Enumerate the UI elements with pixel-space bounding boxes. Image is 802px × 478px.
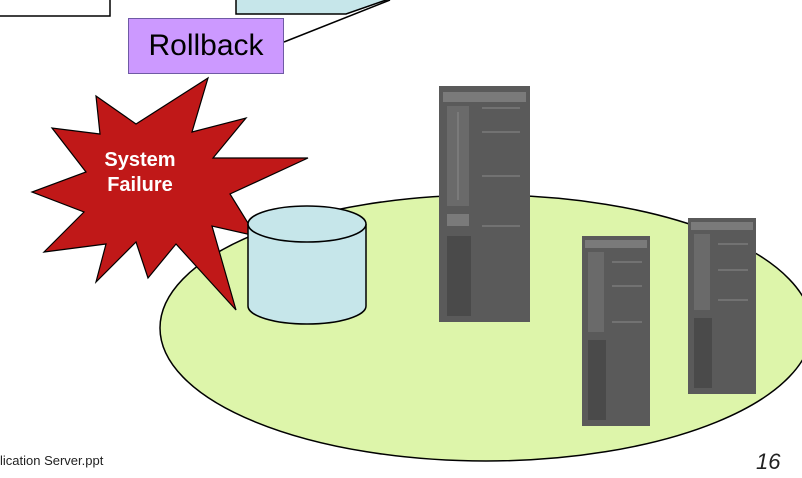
database-icon [247, 205, 367, 325]
failure-label-line1: System [104, 149, 176, 171]
rollback-label: Rollback [148, 29, 264, 62]
failure-starburst [30, 76, 309, 311]
server-icon-large [439, 86, 530, 322]
server-icon-medium [582, 236, 650, 426]
partial-top-box [0, 0, 111, 17]
footer-filename: lication Server.ppt [0, 453, 104, 468]
failure-label: System Failure [92, 148, 188, 198]
server-icon-right [688, 218, 756, 394]
failure-label-line2: Failure [107, 174, 173, 196]
callout-pointer-line [283, 0, 391, 43]
page-number: 16 [756, 449, 781, 474]
partial-callout-box [235, 0, 389, 15]
rollback-label-box: Rollback [128, 18, 284, 74]
